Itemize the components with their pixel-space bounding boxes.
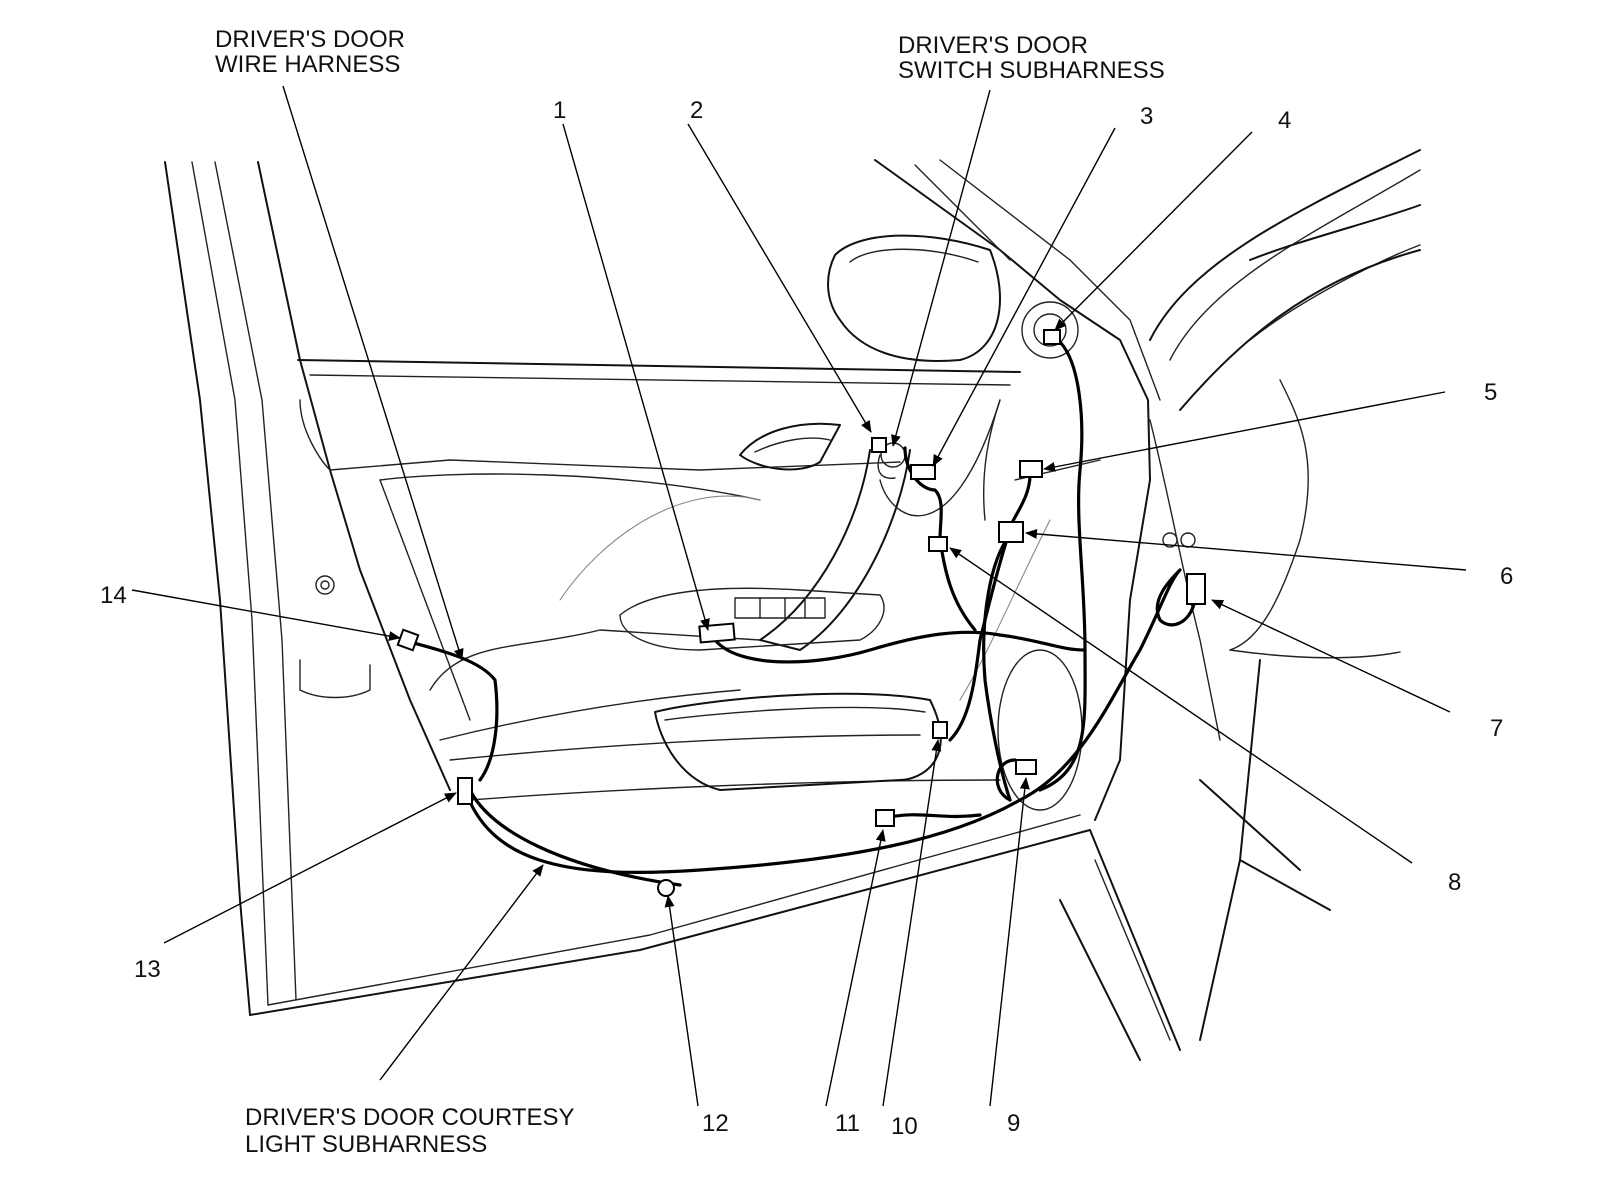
callout-labels: DRIVER'S DOOR WIRE HARNESS DRIVER'S DOOR… [215, 26, 1165, 1158]
connector-2 [871, 437, 887, 453]
connector-13 [457, 777, 473, 805]
label-courtesy-subharness-line2: LIGHT SUBHARNESS [245, 1131, 487, 1158]
connector-3 [910, 464, 936, 480]
label-wire-harness-line2: WIRE HARNESS [215, 51, 400, 78]
number-1: 1 [553, 97, 566, 124]
wire-harness-routing [408, 338, 1197, 887]
label-wire-harness-line1: DRIVER'S DOOR [215, 26, 405, 53]
connector-10 [932, 721, 948, 739]
label-switch-subharness-line2: SWITCH SUBHARNESS [898, 57, 1165, 84]
number-14: 14 [100, 582, 127, 609]
connector-6 [998, 521, 1024, 543]
connector-5 [1019, 460, 1043, 478]
number-11: 11 [835, 1110, 860, 1137]
body-opening-outline [1059, 149, 1421, 1061]
number-8: 8 [1448, 869, 1461, 896]
door-outline [164, 159, 1161, 1016]
connector-9 [1015, 759, 1037, 775]
connector-14 [396, 628, 420, 652]
number-9: 9 [1007, 1110, 1020, 1137]
leader-lines [131, 85, 1467, 1107]
number-2: 2 [690, 97, 703, 124]
connector-11 [875, 809, 895, 827]
number-10: 10 [891, 1113, 918, 1140]
connector-1 [698, 622, 736, 644]
number-6: 6 [1500, 563, 1513, 590]
connector-4 [1043, 329, 1061, 345]
number-3: 3 [1140, 103, 1153, 130]
connector-7 [1186, 573, 1206, 605]
label-courtesy-subharness-line1: DRIVER'S DOOR COURTESY [245, 1104, 575, 1131]
number-4: 4 [1278, 107, 1291, 134]
number-12: 12 [702, 1110, 729, 1137]
connector-number-labels: 1 2 3 4 5 6 7 8 9 10 11 12 13 14 [100, 97, 1513, 1140]
label-switch-subharness-line1: DRIVER'S DOOR [898, 32, 1088, 59]
number-7: 7 [1490, 715, 1503, 742]
number-5: 5 [1484, 379, 1497, 406]
connector-8 [928, 536, 948, 552]
number-13: 13 [134, 956, 161, 983]
connector-12 [657, 879, 675, 897]
